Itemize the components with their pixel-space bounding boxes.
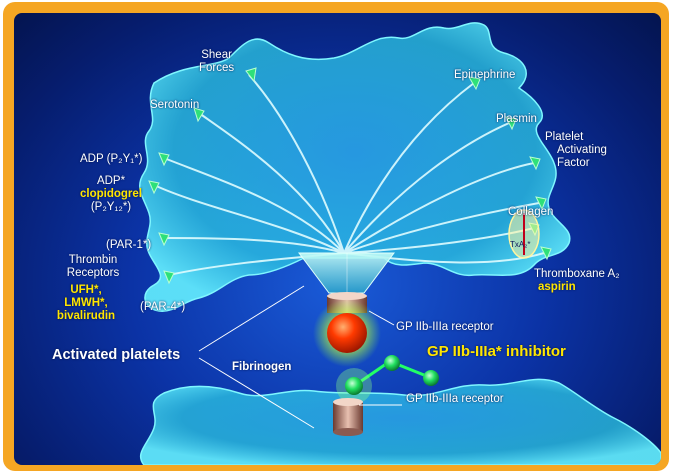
label-adp-p2y1: ADP (P₂Y₁*) — [80, 153, 142, 166]
label-collagen: Collagen — [508, 206, 553, 219]
drug-aspirin: aspirin — [534, 281, 620, 294]
label-plasmin: Plasmin — [496, 113, 537, 126]
label-par4: (PAR-4*) — [140, 301, 185, 314]
label-txa2: TxA₂* — [510, 240, 530, 249]
label-gp-inhibitor: GP IIb-IIIa* inhibitor — [427, 345, 566, 358]
label-adp-p2y12: ADP* clopidogrel (P₂Y₁₂*) — [71, 175, 151, 214]
pointer-line — [199, 286, 304, 351]
label-serotonin: Serotonin — [150, 99, 199, 112]
label-gp-receptor-top: GP IIb-IIIa receptor — [396, 321, 494, 334]
label-fibrinogen: Fibrinogen — [232, 361, 291, 374]
drug-clopidogrel: clopidogrel — [71, 188, 151, 201]
inhibitor-ball — [327, 313, 367, 353]
label-thromboxane: Thromboxane A₂ aspirin — [534, 268, 620, 294]
diagram-panel: ShearForces Serotonin Epinephrine Plasmi… — [14, 13, 661, 465]
orange-frame: ShearForces Serotonin Epinephrine Plasmi… — [3, 2, 669, 471]
label-epinephrine: Epinephrine — [454, 69, 515, 82]
label-activated-platelets: Activated platelets — [52, 347, 180, 363]
label-thrombin-drugs: UFH*, LMWH*, bivalirudin — [46, 284, 126, 323]
label-par1: (PAR-1*) — [106, 239, 151, 252]
lower-platelet-body — [141, 379, 661, 465]
label-platelet-activating-factor: Platelet Activating Factor — [545, 131, 607, 170]
label-shear-forces: ShearForces — [199, 49, 234, 75]
gp-receptor-bottom-drum — [333, 402, 363, 432]
label-thrombin-receptors: ThrombinReceptors — [58, 254, 128, 280]
label-gp-receptor-bottom: GP IIb-IIIa receptor — [406, 393, 504, 406]
